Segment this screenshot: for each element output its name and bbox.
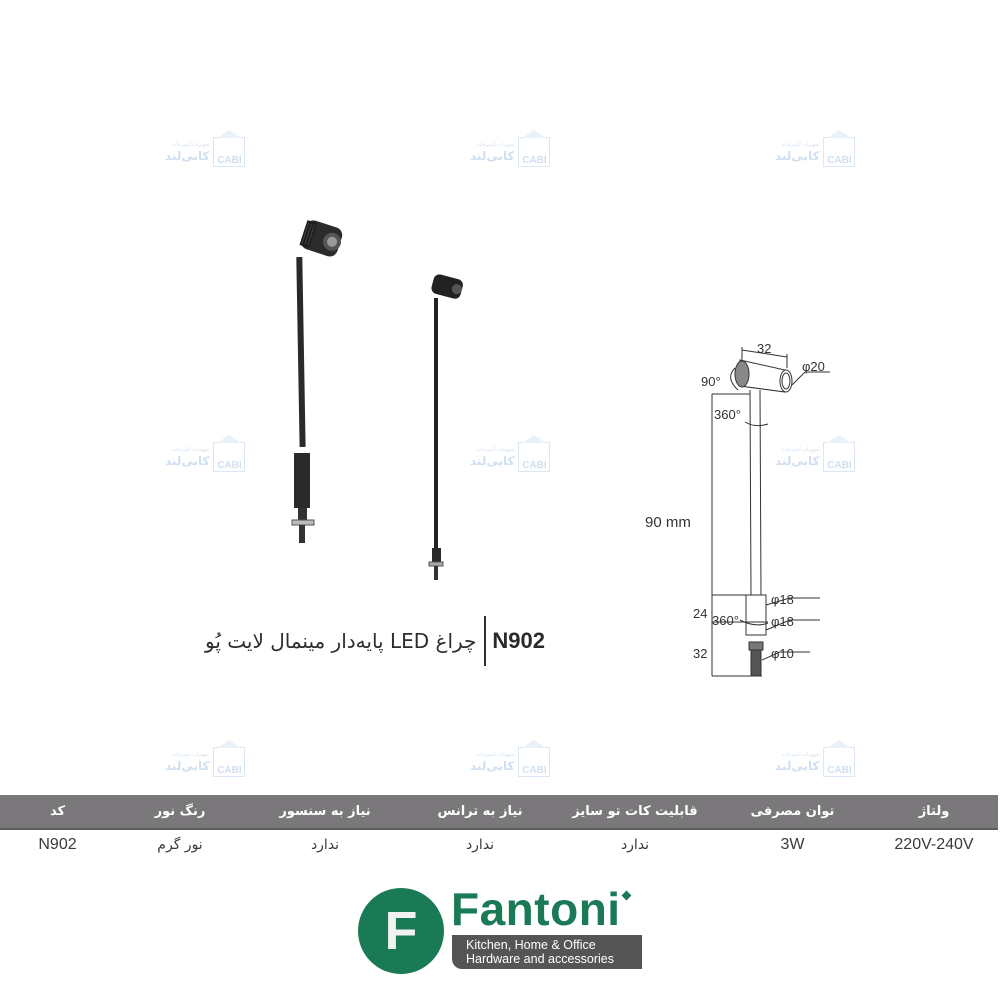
house-icon: CABI [213,740,246,777]
watermark-tagline: تجهیزات آشپزخانه [172,751,210,758]
watermark-tagline: تجهیزات آشپزخانه [782,141,820,148]
header-power: توان مصرفی [750,804,835,819]
dim-height: 90 mm [645,514,691,531]
watermark-brand: کابی‌لند [470,453,515,468]
watermark-brand: کابی‌لند [165,148,210,163]
house-icon: CABI [518,435,551,472]
logo-letter: F [384,901,418,961]
house-icon: CABI [518,740,551,777]
cell-sensor: ندارد [310,837,340,853]
logo-tagline: Kitchen, Home & Office Hardware and acce… [452,935,642,969]
house-icon: CABI [213,435,246,472]
dim-tilt-angle: 90° [701,374,721,389]
fantoni-logo-mark: F [358,888,444,974]
tagline-line-1: Kitchen, Home & Office [466,938,596,952]
watermark-brand: کابی‌لند [775,758,820,773]
dim-top-width: 32 [757,341,772,356]
dimension-drawing [711,347,830,677]
watermark-brand: کابی‌لند [165,758,210,773]
dim-screw-diameter: φ10 [771,646,794,661]
watermark-tagline: تجهیزات آشپزخانه [172,141,210,148]
watermark-tagline: تجهیزات آشپزخانه [477,141,515,148]
header-transformer: نیاز به ترانس [437,804,523,819]
watermark-tagline: تجهیزات آشپزخانه [172,446,210,453]
title-separator [484,616,487,666]
watermark-tagline: تجهیزات آشپزخانه [782,751,820,758]
table-row: 220V-240V 3W ندارد ندارد ندارد نور گرم N… [0,830,998,860]
house-icon: CABI [518,130,551,167]
cell-cut-to-size: ندارد [620,837,650,853]
house-icon: CABI [823,435,856,472]
product-title-fa: چراغ LED پایه‌دار مینمال لایت پُو [205,629,477,653]
watermark-brand: کابی‌لند [470,148,515,163]
product-code: N902 [492,628,546,653]
header-code: کد [49,804,66,819]
fantoni-wordmark: Fantoni [451,883,621,935]
watermark-tagline: تجهیزات آشپزخانه [477,751,515,758]
watermark-brand: کابی‌لند [470,758,515,773]
watermark-brand: کابی‌لند [165,453,210,468]
dim-rotation-top: 360° [714,407,741,422]
cell-light-color: نور گرم [157,837,203,853]
header-voltage: ولتاژ [918,804,950,819]
cell-code: N902 [38,836,77,853]
watermark-tagline: تجهیزات آشپزخانه [477,446,515,453]
house-icon: CABI [823,740,856,777]
watermark-tagline: تجهیزات آشپزخانه [782,446,820,453]
product-title: چراغ LED پایه‌دار مینمال لایت پُو N902 [205,612,545,670]
watermark-brand: کابی‌لند [775,453,820,468]
header-light-color: رنگ نور [154,804,206,819]
dim-rotation-base: 360° [712,613,739,628]
house-icon: CABI [823,130,856,167]
dim-head-diameter: φ20 [802,359,825,374]
tagline-line-2: Hardware and accessories [466,952,614,966]
cell-power: 3W [780,836,805,853]
house-icon: CABI [213,130,246,167]
dim-screw-length: 32 [693,646,708,661]
dim-base-height: 24 [693,606,708,621]
dim-base-diameter-2: φ18 [771,614,794,629]
cell-voltage: 220V-240V [894,836,974,853]
product-photo-large [291,220,343,543]
header-sensor: نیاز به سنسور [279,804,371,819]
watermark-brand: کابی‌لند [775,148,820,163]
dim-base-diameter-1: φ18 [771,592,794,607]
spec-table-header: ولتاژ توان مصرفی قابلیت کات تو سایز نیاز… [0,795,998,830]
diamond-icon [621,890,632,901]
product-photo-small [428,274,463,580]
header-cut-to-size: قابلیت کات تو سایز [572,804,698,819]
cell-transformer: ندارد [465,837,495,853]
